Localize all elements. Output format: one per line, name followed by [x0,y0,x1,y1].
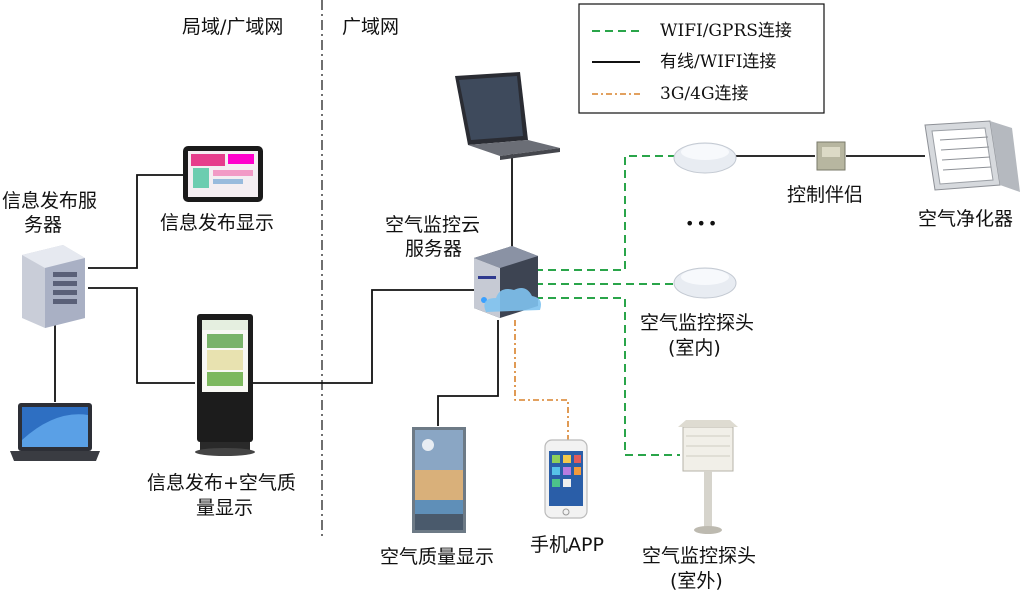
air-purifier-icon [924,120,1020,192]
cloud-server-label-line2: 服务器 [405,238,463,260]
outdoor-probe-label-line2: (室外) [670,570,723,592]
info-display-tablet [183,146,263,202]
legend-wired-wifi-label: 有线/WIFI连接 [660,52,777,72]
wired-connections [54,150,925,426]
legend-box [578,3,825,114]
ellipsis-label: ••• [685,214,720,233]
laptop-left-icon [10,403,100,461]
control-partner-label: 控制伴侣 [787,184,864,206]
kiosk-label-line1: 信息发布+空气质 [147,472,296,494]
g34-connection [514,320,569,440]
outdoor-probe-icon [678,420,738,534]
indoor-probe-label-line2: (室内) [668,337,721,359]
phone-icon [544,439,588,519]
phone-app-label: 手机APP [530,534,604,556]
indoor-probe-label-line1: 空气监控探头 [640,312,755,334]
laptop-top-icon [455,72,560,160]
cloud-server-label-line1: 空气监控云 [385,214,481,236]
air-quality-display-label: 空气质量显示 [380,546,495,568]
kiosk-label-line2: 量显示 [196,497,254,519]
legend-3g4g-label: 3G/4G连接 [660,84,749,104]
air-quality-display-icon [412,427,466,533]
info-server-label-line1: 信息发布服 [2,190,98,212]
wifi-gprs-connections [535,155,680,456]
info-display-label: 信息发布显示 [160,212,275,234]
cloud-server-icon [474,246,541,318]
indoor-probe-icon [673,267,737,299]
air-purifier-label: 空气净化器 [918,208,1014,230]
kiosk-icon [195,314,255,456]
info-server-icon [22,245,85,328]
zone-label-left: 局域/广域网 [182,16,284,38]
control-partner-icon [816,141,846,171]
info-server-label-line2: 务器 [24,214,63,236]
legend-wifi-gprs-label: WIFI/GPRS连接 [660,21,792,41]
indoor-probe-top-icon [673,142,737,174]
zone-label-right: 广域网 [342,16,400,38]
outdoor-probe-label-line1: 空气监控探头 [642,545,757,567]
